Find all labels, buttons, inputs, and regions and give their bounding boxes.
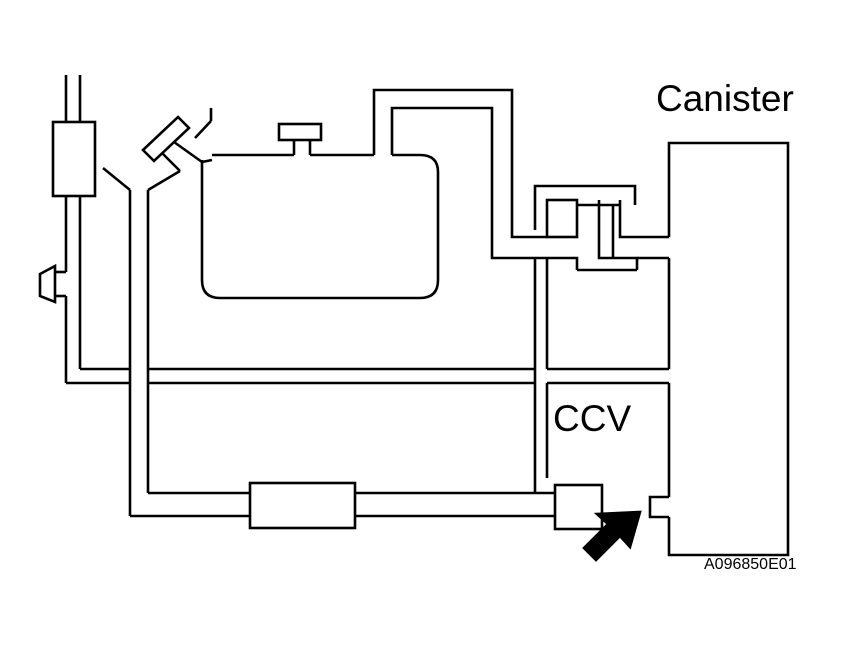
canister <box>648 141 790 557</box>
canister-port <box>648 495 669 519</box>
canister-valve-assembly <box>533 184 669 478</box>
bottom-filter <box>248 481 357 530</box>
vapor-line <box>372 88 547 260</box>
pointer-arrow-icon <box>582 510 642 562</box>
fuel-tank <box>200 153 440 300</box>
bottom-pipe <box>130 476 604 531</box>
left-vertical-pipe <box>38 75 97 383</box>
tank-sensor <box>277 122 323 155</box>
canister-label: Canister <box>656 78 794 119</box>
side-valve <box>38 263 57 304</box>
figure-code: A096850E01 <box>704 556 797 573</box>
crossover-pipe <box>66 367 671 497</box>
ccv-valve <box>553 483 604 531</box>
filler-neck <box>102 108 213 516</box>
ccv-label: CCV <box>553 398 632 439</box>
filler-cap <box>141 115 191 163</box>
inline-filter <box>51 120 97 198</box>
